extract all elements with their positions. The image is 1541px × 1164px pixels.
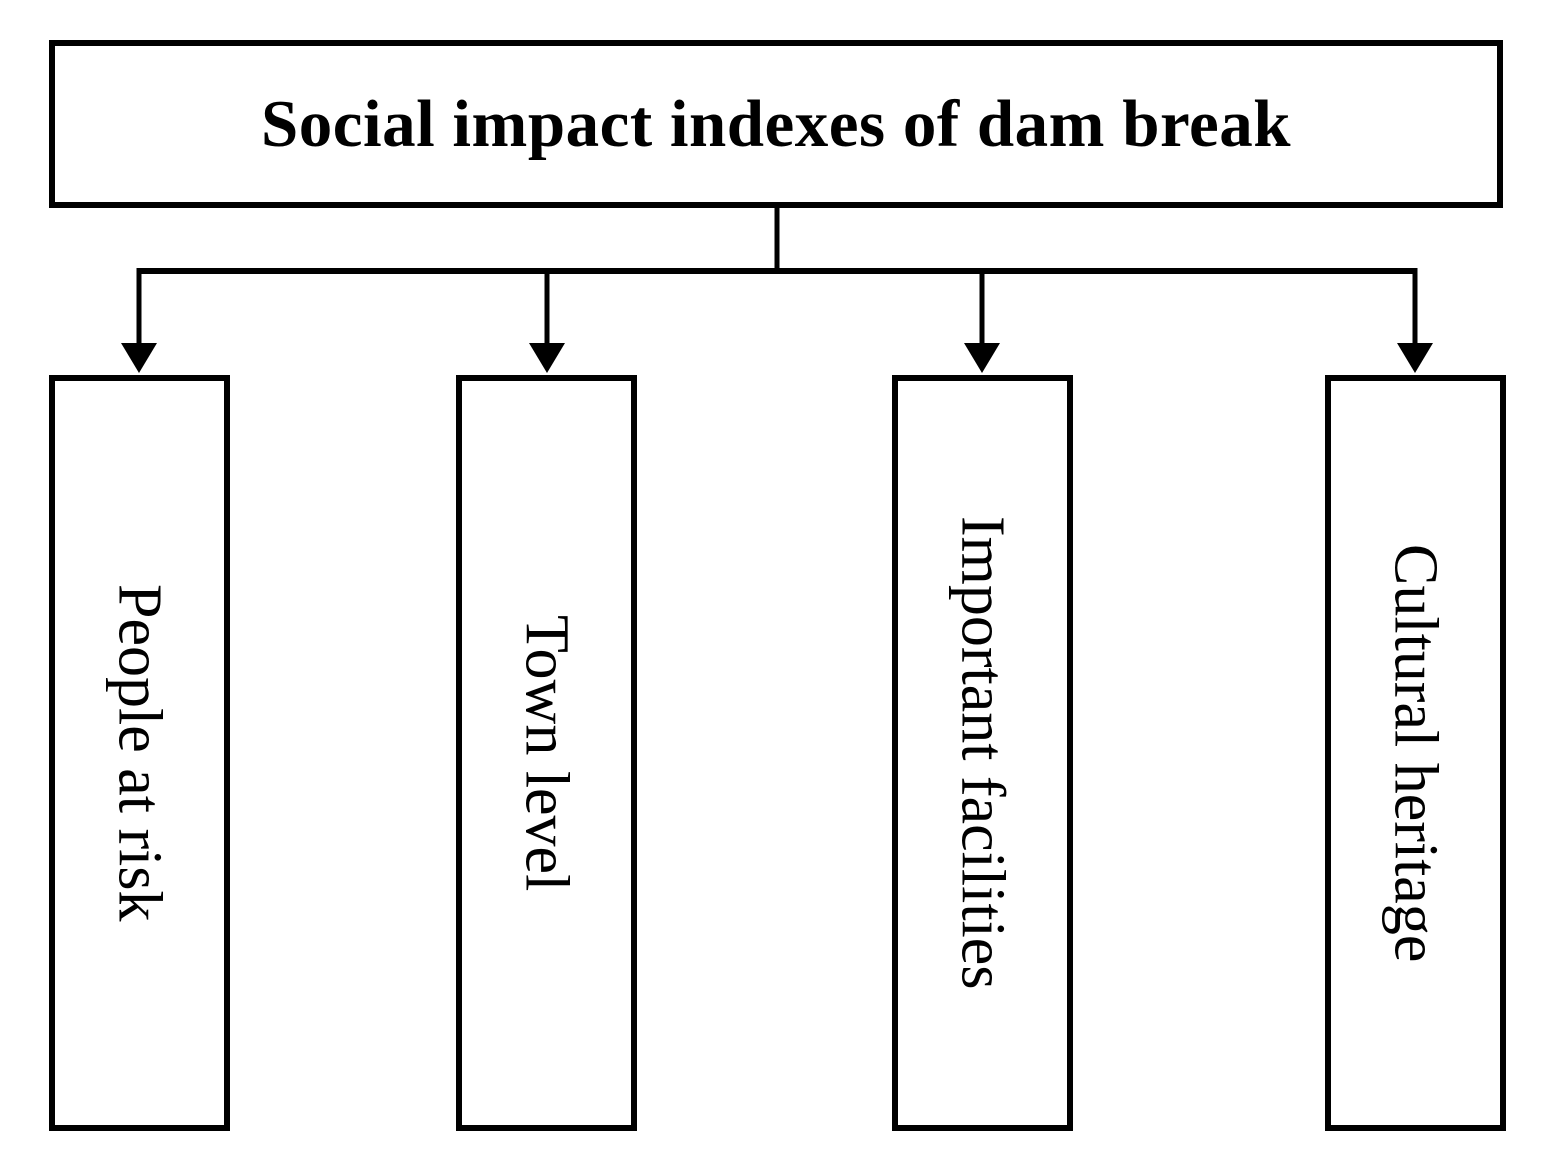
child-node-important-facilities: Important facilities <box>892 375 1073 1131</box>
connector-arrow-town-level <box>529 268 565 373</box>
connector-arrow-people-at-risk <box>121 268 157 373</box>
arrowhead-icon <box>121 343 157 373</box>
connector-arrow-cultural-heritage <box>1397 268 1433 373</box>
arrowhead-icon <box>1397 343 1433 373</box>
child-node-label: Cultural heritage <box>1381 543 1450 963</box>
child-node-label: People at risk <box>105 584 174 922</box>
child-node-cultural-heritage: Cultural heritage <box>1325 375 1506 1131</box>
child-node-label: Town level <box>512 614 581 892</box>
root-node-social-impact-indexes: Social impact indexes of dam break <box>49 40 1503 208</box>
connector-arrow-important-facilities <box>964 268 1000 373</box>
arrowhead-icon <box>529 343 565 373</box>
root-node-label: Social impact indexes of dam break <box>260 86 1292 161</box>
arrowhead-icon <box>964 343 1000 373</box>
child-node-town-level: Town level <box>456 375 637 1131</box>
child-node-people-at-risk: People at risk <box>49 375 230 1131</box>
child-node-label: Important facilities <box>948 516 1017 990</box>
